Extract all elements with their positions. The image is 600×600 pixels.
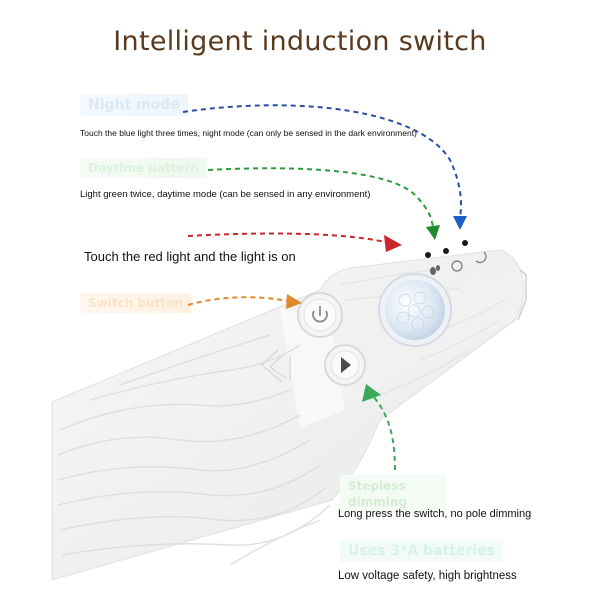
daytime-arrow — [207, 167, 434, 229]
low-voltage-description: Low voltage safety, high brightness — [338, 570, 517, 582]
daytime-mode-description: Light green twice, daytime mode (can be … — [80, 189, 371, 200]
power-button[interactable] — [297, 292, 343, 338]
night-mode-description: Touch the blue light three times, night … — [80, 128, 417, 138]
switch-arrow — [187, 296, 289, 306]
dimming-arrowhead — [362, 384, 381, 402]
circle-icon — [451, 260, 463, 272]
indicator-dot-green[interactable] — [443, 248, 449, 254]
motion-sensor-lens — [378, 273, 452, 347]
indicator-dot-red[interactable] — [425, 252, 431, 258]
blue-arrowhead — [453, 216, 467, 230]
power-icon — [312, 306, 328, 323]
red-light-arrow — [187, 232, 386, 243]
daytime-pattern-label: Daytime pattern — [80, 158, 207, 178]
dimming-button[interactable] — [324, 344, 366, 386]
orange-arrowhead — [286, 294, 302, 309]
long-press-description: Long press the switch, no pole dimming — [338, 508, 532, 520]
stepless-dimming-label: Stepless dimming — [340, 475, 446, 513]
footprint-icon — [430, 265, 440, 275]
switch-button-label: Switch button — [80, 293, 191, 313]
wood-grain-pattern — [57, 334, 331, 566]
night-mode-arrow — [182, 104, 462, 219]
indicator-dot-blue[interactable] — [462, 240, 468, 246]
play-icon — [341, 357, 351, 373]
red-light-description: Touch the red light and the light is on — [84, 249, 296, 264]
dimming-arrow — [371, 394, 396, 471]
page-title: Intelligent induction switch — [113, 26, 487, 57]
batteries-label: Uses 3*A batteries — [340, 540, 504, 562]
green-arrowhead — [426, 225, 440, 240]
red-arrowhead — [384, 235, 402, 252]
night-mode-label: Night mode — [80, 94, 188, 116]
moon-icon — [475, 251, 487, 264]
